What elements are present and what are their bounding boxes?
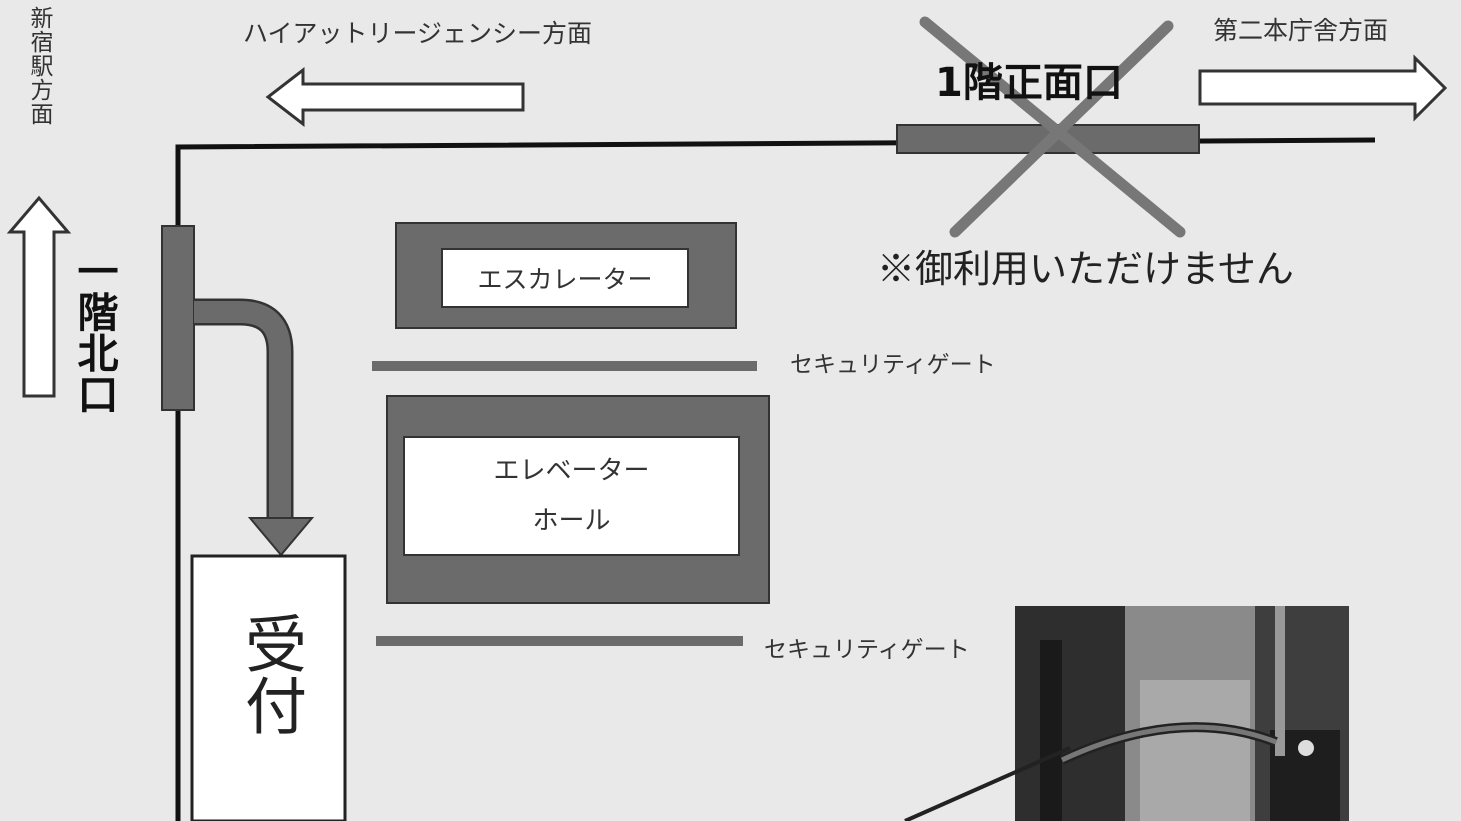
elevator-label-line2: ホール: [532, 506, 611, 536]
elevator-hall-label: エレベーター ホール: [404, 437, 739, 555]
security-gate-upper: [372, 361, 757, 371]
elevator-label-line1: エレベーター: [493, 456, 650, 486]
escalator-label: エスカレーター: [477, 265, 653, 294]
front-entrance-notice: ※御利用いただけません: [877, 247, 1294, 291]
security-gate-lower: [376, 636, 743, 646]
arrow-head-icon: [247, 517, 315, 557]
arrow-left-icon: [265, 66, 525, 128]
arrow-up-icon: [6, 195, 72, 398]
hyatt-regency-direction: ハイアットリージェンシー方面: [243, 19, 593, 48]
cross-mark: [919, 16, 1186, 238]
pointer-line: [904, 746, 1071, 821]
route-arrow-icon: [194, 298, 294, 520]
reception-box: [190, 554, 347, 821]
north-entrance-door: [161, 225, 195, 411]
second-building-direction: 第二本庁舎方面: [1213, 16, 1389, 45]
front-entrance-label: 1階正面口: [935, 60, 1123, 106]
north-entrance-label: 一階北口: [70, 250, 118, 414]
reception-label: 受付: [234, 612, 307, 736]
security-gate-upper-label: セキュリティゲート: [790, 352, 996, 378]
security-gate-lower-label: セキュリティゲート: [764, 637, 970, 663]
security-gate-photo: [1015, 606, 1349, 821]
cross-mark: [949, 20, 1174, 238]
shinjuku-station-direction: 新宿駅方面: [26, 6, 52, 126]
arrow-right-icon: [1198, 54, 1448, 122]
